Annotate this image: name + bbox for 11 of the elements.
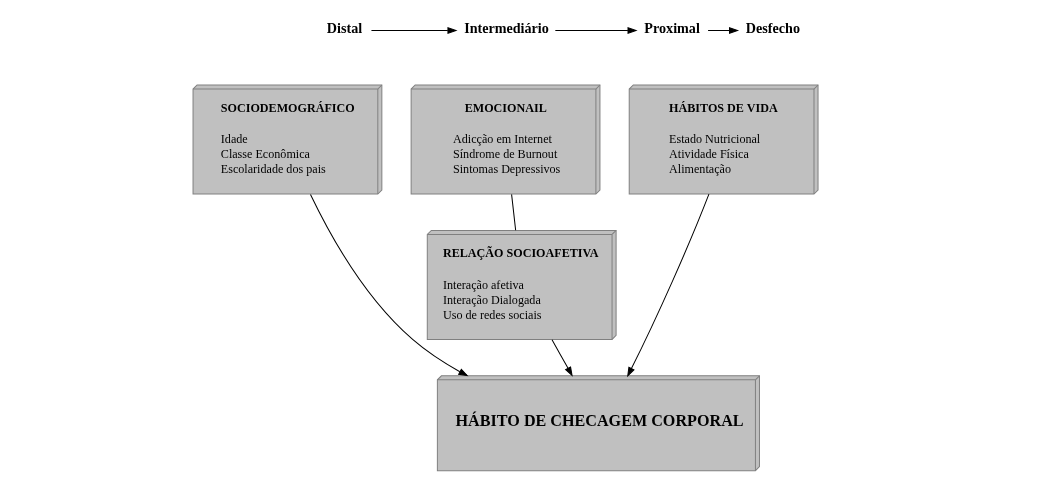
arrow bbox=[310, 193, 469, 377]
arrow bbox=[551, 339, 573, 377]
arrow bbox=[554, 26, 638, 34]
node-text: Proximal bbox=[644, 20, 700, 37]
arrow bbox=[627, 193, 710, 378]
arrow bbox=[370, 26, 458, 34]
connector bbox=[511, 193, 517, 231]
arrow bbox=[707, 26, 740, 34]
node-text: Desfecho bbox=[745, 20, 800, 37]
node-text: Distal bbox=[326, 20, 363, 37]
node-text: Intermediário bbox=[464, 20, 549, 37]
